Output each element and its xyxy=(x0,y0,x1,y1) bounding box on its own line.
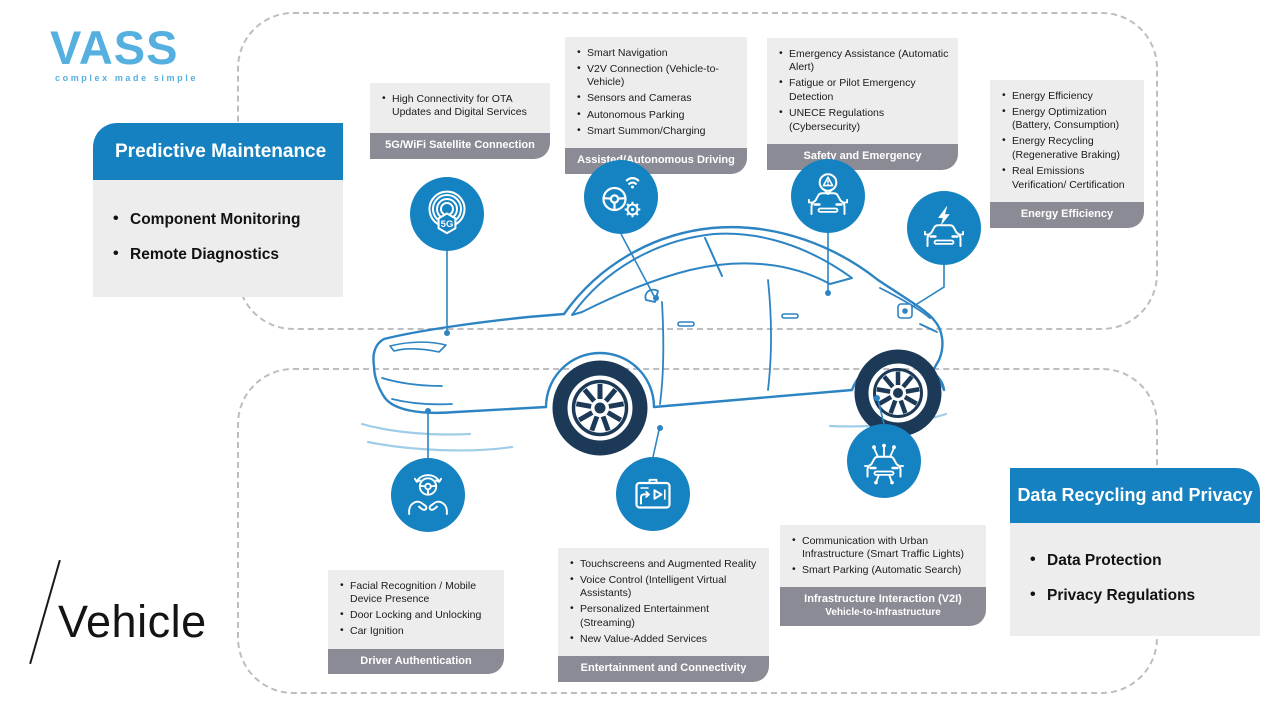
bullet-item: V2V Connection (Vehicle-to-Vehicle) xyxy=(577,62,740,90)
callout-safety: Emergency Assistance (Automatic Alert)Fa… xyxy=(767,38,958,170)
callout-label-text: Energy Efficiency xyxy=(1020,207,1114,220)
bullet-item: New Value-Added Services xyxy=(570,632,762,647)
bullet-item: Energy Recycling (Regenerative Braking) xyxy=(1002,134,1137,162)
callout-energy: Energy EfficiencyEnergy Optimization (Ba… xyxy=(990,80,1144,228)
vass-logo-tagline: complex made simple xyxy=(55,73,198,83)
front-wheel xyxy=(552,360,648,456)
callout-label-text: Entertainment and Connectivity xyxy=(580,662,747,675)
connection-icon-circle: 5G xyxy=(410,177,484,251)
bullet-item: Emergency Assistance (Automatic Alert) xyxy=(779,46,951,75)
panel-predictive-header: Predictive Maintenance xyxy=(93,123,343,180)
svg-text:5G: 5G xyxy=(441,219,454,230)
callout-connection-items: High Connectivity for OTA Updates and Di… xyxy=(370,83,550,133)
bullet-item: UNECE Regulations (Cybersecurity) xyxy=(779,106,951,134)
bullet-item: Personalized Entertainment (Streaming) xyxy=(570,602,762,630)
callout-label-text: 5G/WiFi Satellite Connection xyxy=(385,139,535,151)
car-illustration xyxy=(360,218,950,468)
bullet-item: Touchscreens and Augmented Reality xyxy=(570,557,762,572)
callout-label-text: Infrastructure Interaction (V2I) xyxy=(804,593,962,606)
callout-energy-label-bar: Energy Efficiency xyxy=(990,201,1144,228)
panel-predictive-title: Predictive Maintenance xyxy=(115,140,327,162)
infotainment-screen-icon xyxy=(635,478,671,509)
callout-infrastructure-items: Communication with Urban Infrastructure … xyxy=(780,525,986,588)
callout-connection: High Connectivity for OTA Updates and Di… xyxy=(370,83,550,159)
panel-data-privacy: Data Recycling and Privacy Data Protecti… xyxy=(1010,468,1260,636)
callout-driver-items: Facial Recognition / Mobile Device Prese… xyxy=(328,570,504,649)
bullet-item: Energy Optimization (Battery, Consumptio… xyxy=(1002,105,1137,133)
car-alert-icon xyxy=(808,173,848,215)
autonomous-icon-circle xyxy=(584,160,658,234)
entertainment-icon-circle xyxy=(616,457,690,531)
bullet-item: Smart Parking (Automatic Search) xyxy=(792,563,979,578)
vass-logo-text: VASS xyxy=(50,21,179,74)
bullet-item: Facial Recognition / Mobile Device Prese… xyxy=(340,578,497,607)
bullet-item: Smart Summon/Charging xyxy=(577,124,740,139)
bullet-item: Remote Diagnostics xyxy=(113,245,327,264)
panel-privacy-list: Data ProtectionPrivacy Regulations xyxy=(1010,523,1260,636)
panel-predictive-maintenance: Predictive Maintenance Component Monitor… xyxy=(93,123,343,297)
bullet-item: Communication with Urban Infrastructure … xyxy=(792,533,979,562)
safety-icon-circle xyxy=(791,159,865,233)
callout-label-text: Driver Authentication xyxy=(360,654,472,667)
bullet-item: High Connectivity for OTA Updates and Di… xyxy=(382,91,543,120)
callout-connection-label-bar: 5G/WiFi Satellite Connection xyxy=(370,133,550,159)
bullet-item: Privacy Regulations xyxy=(1030,586,1244,605)
bullet-item: Data Protection xyxy=(1030,551,1244,570)
hands-steering-icon xyxy=(408,474,448,515)
bullet-item: Car Ignition xyxy=(340,624,497,639)
callout-autonomous-label-bar: Assisted/Autonomous Driving xyxy=(565,147,747,174)
5g-signal-icon: 5G xyxy=(428,190,466,235)
callout-safety-items: Emergency Assistance (Automatic Alert)Fa… xyxy=(767,38,958,144)
callout-autonomous-items: Smart NavigationV2V Connection (Vehicle-… xyxy=(565,37,747,148)
bullet-item: Smart Navigation xyxy=(577,46,740,61)
car-energy-icon xyxy=(924,206,964,247)
bullet-item: Real Emissions Verification/ Certificati… xyxy=(1002,164,1137,192)
callout-entertainment-label-bar: Entertainment and Connectivity xyxy=(558,656,769,683)
page-title: Vehicle xyxy=(58,596,207,647)
panel-privacy-header: Data Recycling and Privacy xyxy=(1010,468,1260,523)
bullet-item: Component Monitoring xyxy=(113,210,327,229)
callout-infrastructure: Communication with Urban Infrastructure … xyxy=(780,525,986,626)
car-side-view-drawing xyxy=(360,225,948,456)
car-network-icon xyxy=(864,443,904,485)
callout-safety-label-bar: Safety and Emergency xyxy=(767,143,958,170)
bullet-item: Fatigue or Pilot Emergency Detection xyxy=(779,76,951,104)
bullet-item: Sensors and Cameras xyxy=(577,91,740,106)
vass-logo: VASS complex made simple xyxy=(50,24,198,83)
panel-privacy-title: Data Recycling and Privacy xyxy=(1017,485,1253,505)
bullet-item: Autonomous Parking xyxy=(577,108,740,123)
panel-predictive-list: Component MonitoringRemote Diagnostics xyxy=(93,180,343,297)
callout-driver-label-bar: Driver Authentication xyxy=(328,648,504,675)
infrastructure-icon-circle xyxy=(847,424,921,498)
callout-driver: Facial Recognition / Mobile Device Prese… xyxy=(328,570,504,675)
callout-energy-items: Energy EfficiencyEnergy Optimization (Ba… xyxy=(990,80,1144,202)
autonomous-steering-icon xyxy=(602,177,641,218)
callout-autonomous: Smart NavigationV2V Connection (Vehicle-… xyxy=(565,37,747,174)
callout-sublabel-text: Vehicle-to-Infrastructure xyxy=(825,607,941,619)
callout-label-text: Safety and Emergency xyxy=(803,149,922,162)
callout-entertainment: Touchscreens and Augmented RealityVoice … xyxy=(558,548,769,683)
energy-icon-circle xyxy=(907,191,981,265)
bullet-item: Energy Efficiency xyxy=(1002,89,1137,104)
callout-entertainment-items: Touchscreens and Augmented RealityVoice … xyxy=(558,548,769,657)
bullet-item: Door Locking and Unlocking xyxy=(340,608,497,623)
driver-icon-circle xyxy=(391,458,465,532)
bullet-item: Voice Control (Intelligent Virtual Assis… xyxy=(570,573,762,601)
callout-infrastructure-label-bar: Infrastructure Interaction (V2I) Vehicle… xyxy=(780,587,986,626)
